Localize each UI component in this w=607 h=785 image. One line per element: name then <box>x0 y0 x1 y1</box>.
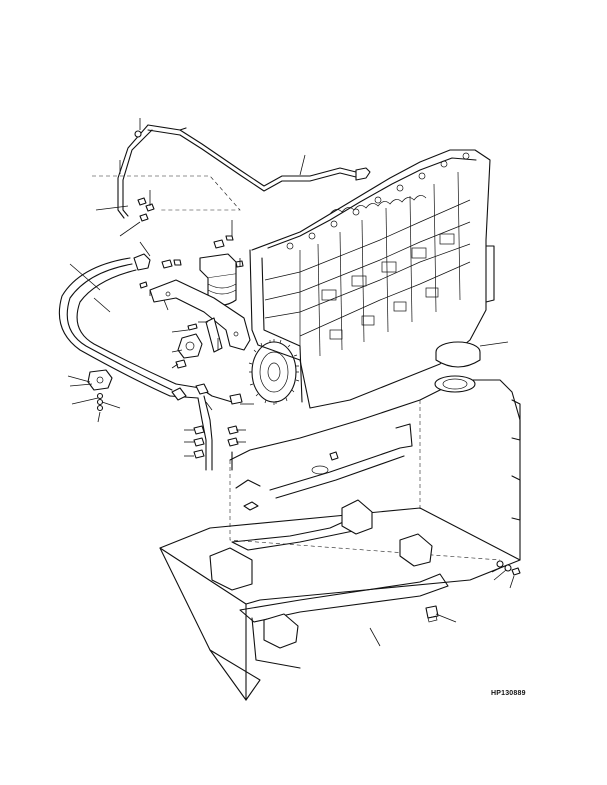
clamp-hardware <box>87 369 239 471</box>
figure-id-label: HP130889 <box>491 690 526 697</box>
engine-block <box>248 149 495 409</box>
fuel-filter-assembly <box>133 130 251 369</box>
fuel-hoses <box>58 257 243 471</box>
callout-leaders <box>67 118 515 647</box>
fuel-tank <box>159 341 521 701</box>
fuel-tube-upper <box>92 124 371 219</box>
